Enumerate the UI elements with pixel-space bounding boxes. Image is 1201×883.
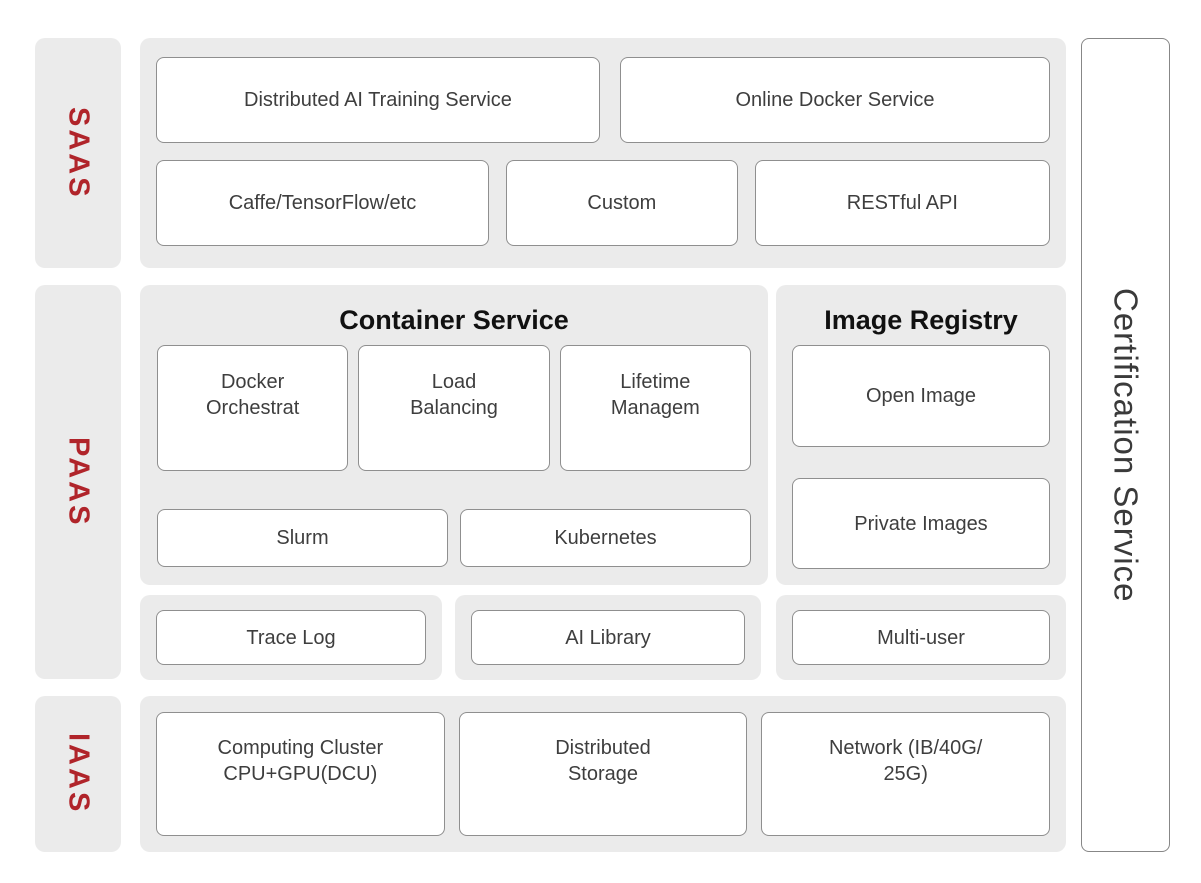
certification-service-label: Certification Service	[1107, 287, 1145, 603]
box-distributed-ai-training-service: Distributed AI Training Service	[156, 57, 600, 143]
container-service-title: Container Service	[339, 305, 569, 335]
box-multi-user: Multi-user	[792, 610, 1050, 665]
layer-label-iaas-text: IAAS	[62, 733, 95, 815]
box-load-balancing: Load Balancing	[358, 345, 550, 471]
layer-label-paas-text: PAAS	[62, 436, 95, 528]
trace-log-panel: Trace Log	[140, 595, 442, 680]
box-network: Network (IB/40G/ 25G)	[761, 712, 1051, 836]
box-ai-library: AI Library	[471, 610, 745, 665]
box-trace-log: Trace Log	[156, 610, 426, 665]
box-distributed-storage: Distributed Storage	[458, 712, 748, 836]
box-online-docker-service: Online Docker Service	[619, 57, 1050, 143]
box-kubernetes: Kubernetes	[460, 509, 751, 567]
box-docker-orchestrat: Docker Orchestrat	[157, 345, 349, 471]
box-lifetime-managem: Lifetime Managem	[559, 345, 751, 471]
certification-service-panel: Certification Service	[1081, 38, 1170, 852]
container-service-row-2: Slurm Kubernetes	[157, 509, 751, 567]
box-private-images: Private Images	[792, 478, 1050, 569]
saas-row-1: Distributed AI Training Service Online D…	[156, 57, 1050, 143]
layer-label-saas: SAAS	[35, 38, 121, 268]
container-service-panel: Container Service Docker Orchestrat Load…	[140, 285, 768, 585]
image-registry-title: Image Registry	[824, 305, 1018, 335]
box-custom: Custom	[505, 160, 738, 246]
box-open-image: Open Image	[792, 345, 1050, 447]
layer-label-iaas: IAAS	[35, 696, 121, 852]
saas-panel: Distributed AI Training Service Online D…	[140, 38, 1066, 268]
multi-user-panel: Multi-user	[776, 595, 1066, 680]
ai-library-panel: AI Library	[455, 595, 761, 680]
image-registry-panel: Image Registry Open Image Private Images	[776, 285, 1066, 585]
box-slurm: Slurm	[157, 509, 448, 567]
box-computing-cluster: Computing Cluster CPU+GPU(DCU)	[156, 712, 445, 836]
container-service-row-1: Docker Orchestrat Load Balancing Lifetim…	[157, 345, 751, 471]
saas-row-2: Caffe/TensorFlow/etc Custom RESTful API	[156, 160, 1050, 246]
iaas-panel: Computing Cluster CPU+GPU(DCU) Distribut…	[140, 696, 1066, 852]
layer-label-saas-text: SAAS	[62, 106, 95, 200]
layer-label-paas: PAAS	[35, 285, 121, 679]
box-restful-api: RESTful API	[754, 160, 1050, 246]
box-caffe-tensorflow-etc: Caffe/TensorFlow/etc	[156, 160, 489, 246]
